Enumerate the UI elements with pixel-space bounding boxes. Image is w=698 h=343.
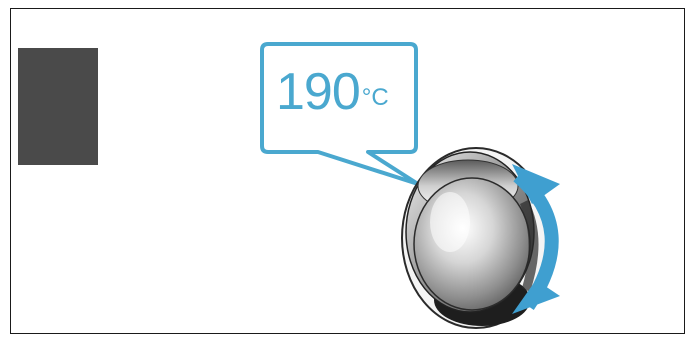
knob-illustration xyxy=(0,0,698,343)
